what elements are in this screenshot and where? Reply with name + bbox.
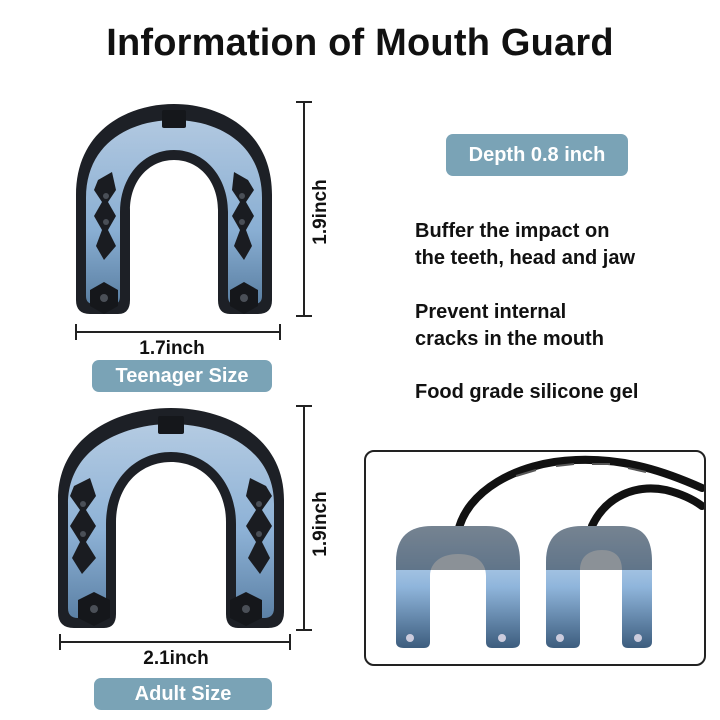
teen-height-label: 1.9inch [310, 179, 331, 245]
feature-cracks-line1: Prevent internal [415, 301, 567, 323]
teen-width-label: 1.7inch [139, 338, 205, 359]
adult-height-dimension-line [296, 405, 312, 631]
feature-cracks: Prevent internal cracks in the mouth [415, 299, 705, 353]
feature-cracks-line2: cracks in the mouth [415, 328, 604, 350]
teen-height-dimension-line [296, 101, 312, 317]
strapped-mouthguards-image [396, 455, 704, 648]
adult-mouthguard-image [58, 408, 284, 628]
teen-size-badge: Teenager Size [92, 360, 272, 392]
feature-impact: Buffer the impact on the teeth, head and… [415, 218, 705, 272]
page-title: Information of Mouth Guard [106, 22, 614, 64]
adult-height-label: 1.9inch [310, 491, 331, 557]
depth-badge: Depth 0.8 inch [446, 134, 628, 176]
adult-size-badge: Adult Size [94, 678, 272, 710]
feature-impact-line2: the teeth, head and jaw [415, 247, 636, 269]
product-photo-frame [364, 450, 706, 666]
teen-width-dimension-line [75, 324, 281, 340]
feature-material: Food grade silicone gel [415, 379, 715, 406]
feature-material-line1: Food grade silicone gel [415, 381, 639, 403]
teen-mouthguard-image [76, 104, 272, 314]
feature-impact-line1: Buffer the impact on [415, 220, 610, 242]
adult-width-label: 2.1inch [143, 648, 209, 669]
adult-width-dimension-line [59, 634, 291, 650]
